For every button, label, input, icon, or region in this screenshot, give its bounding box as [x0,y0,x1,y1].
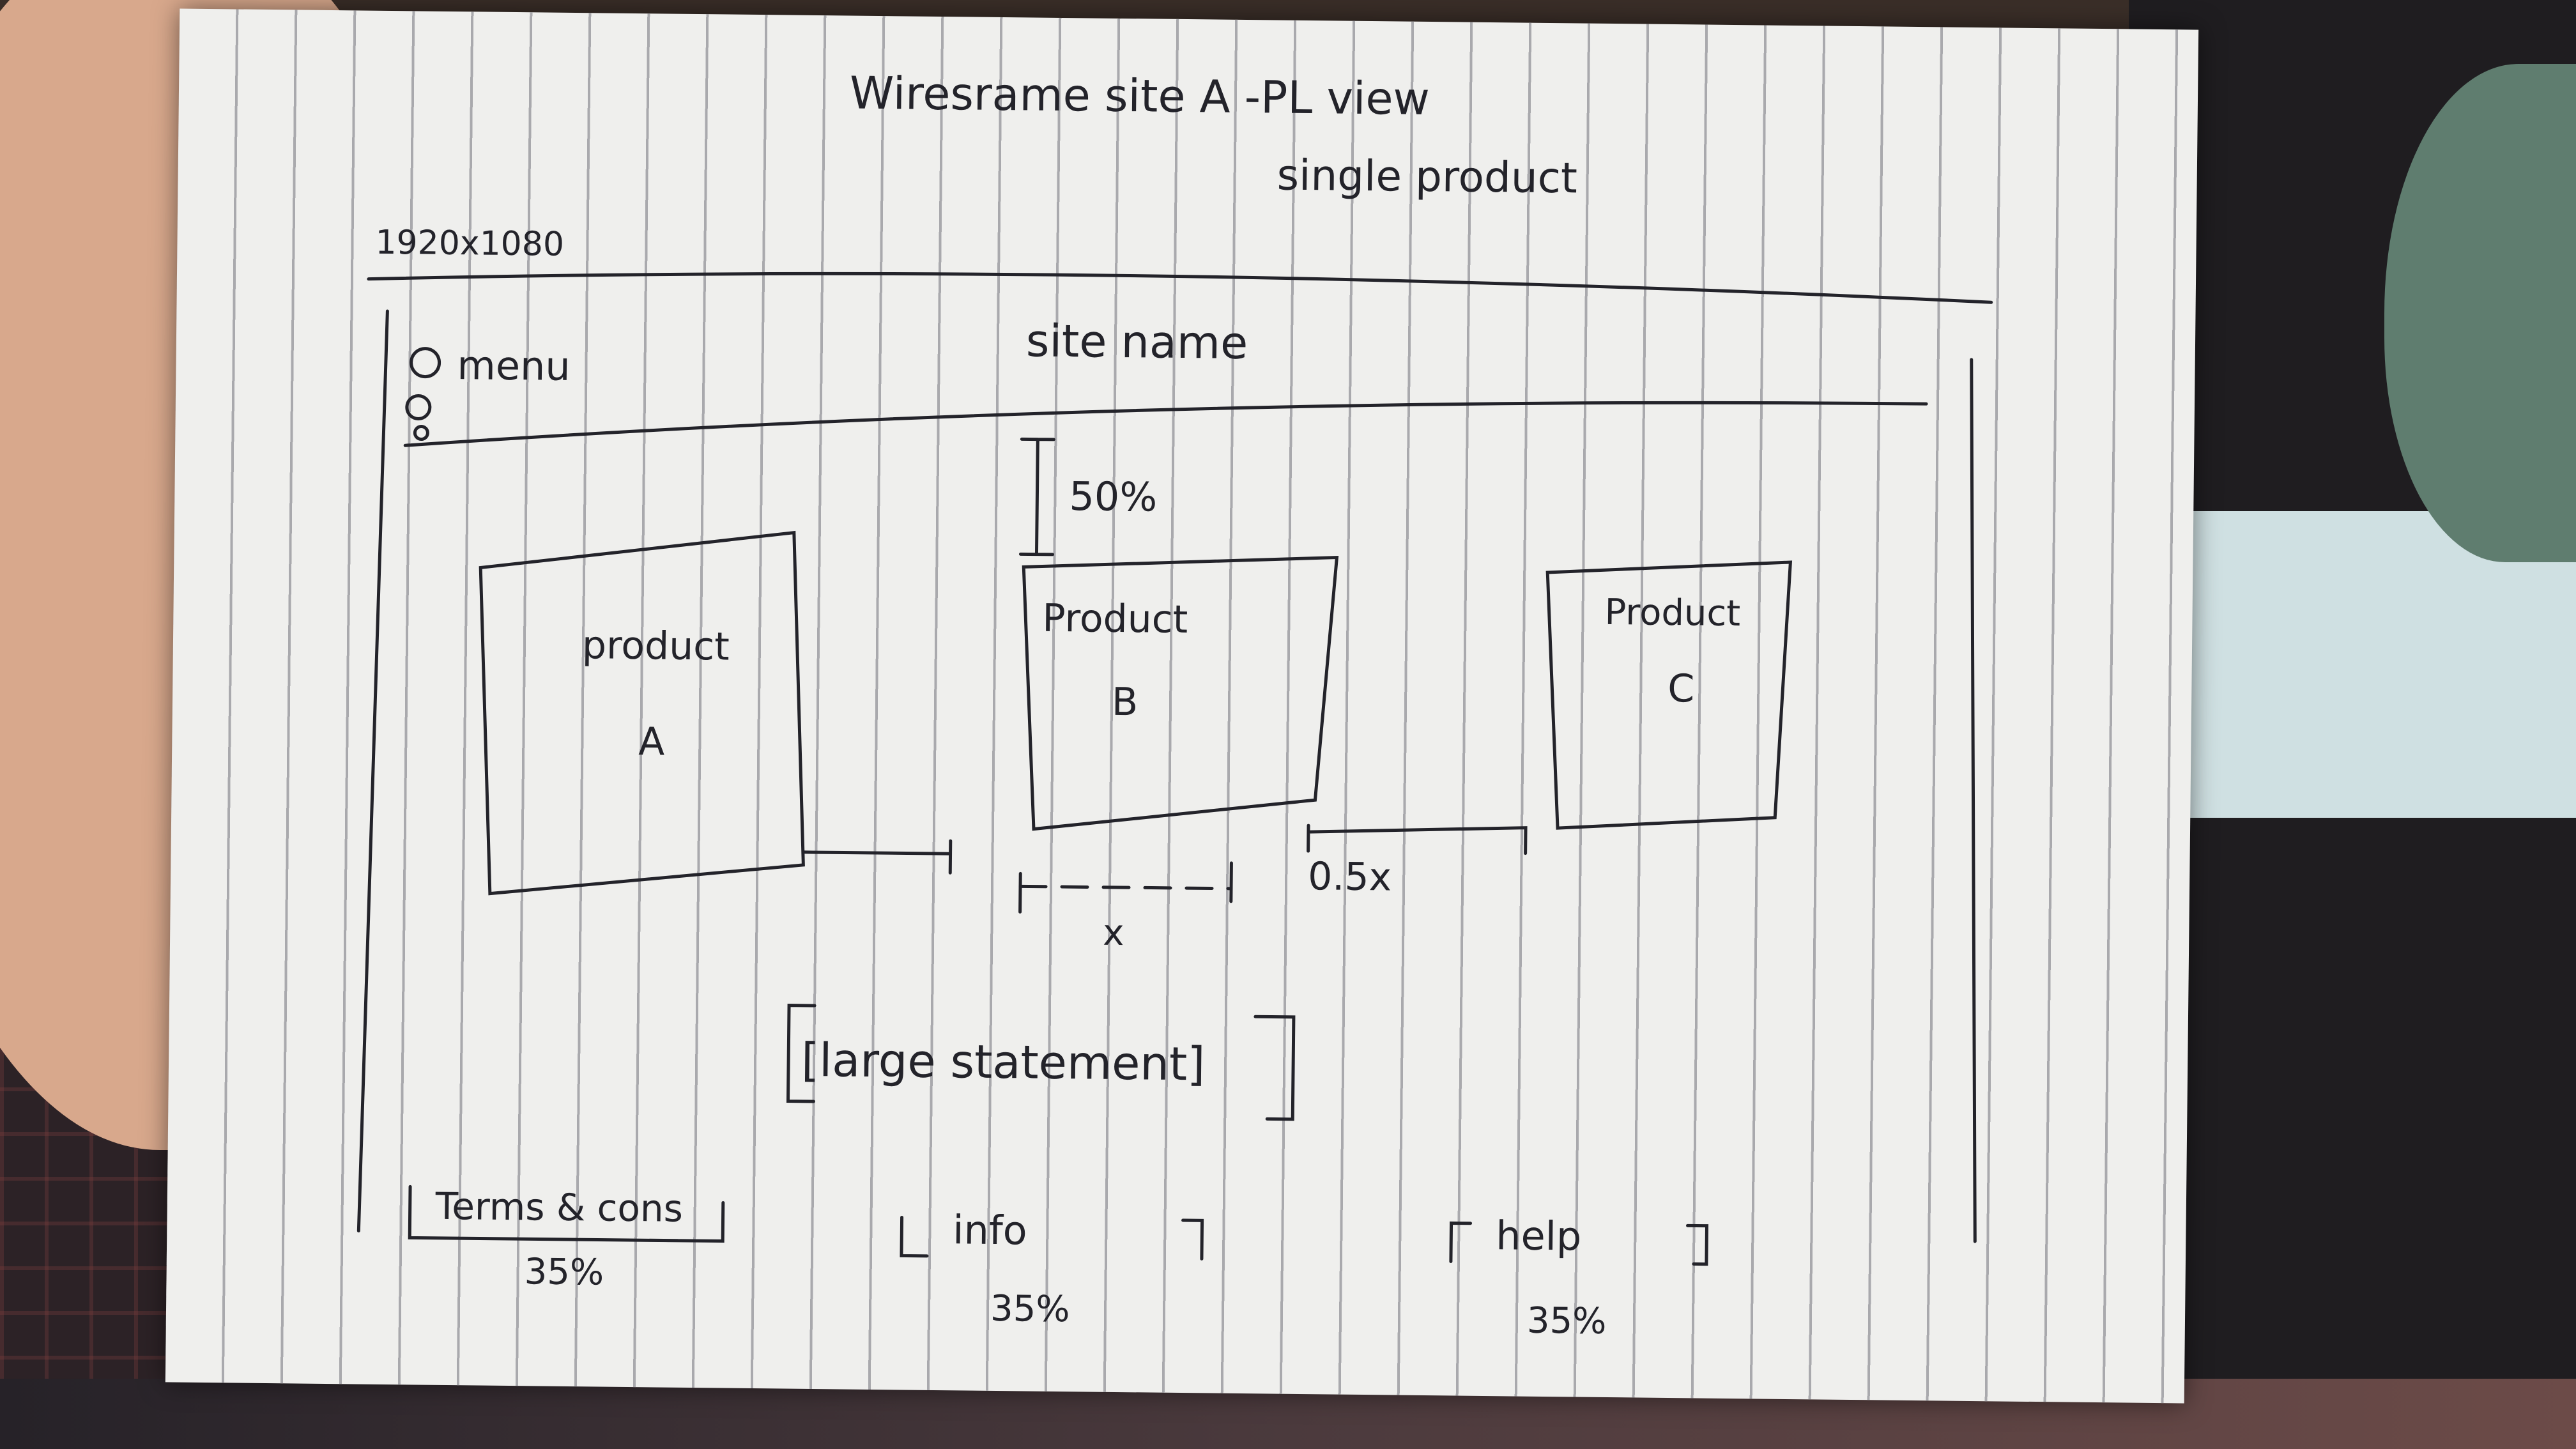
menu-label: menu [457,342,571,390]
product-b-line1: Product [1042,596,1188,642]
menu-icon [410,347,441,379]
spacing-tick-a [1018,871,1022,914]
gap-marker [1018,437,1055,556]
site-name: site name [1026,314,1248,369]
spacing-dash-x [1018,884,1233,891]
footer-info-width: 35% [990,1288,1070,1330]
spacing-tick-b [1229,861,1233,903]
spacing-line-ab [802,839,953,875]
footer-bracket-terms [408,1184,725,1243]
footer-bracket-info [900,1215,1204,1261]
footer-help-label: help [1496,1212,1582,1259]
product-c-line1: Product [1604,592,1740,634]
statement-bracket-left [786,1004,816,1103]
large-statement: [large statement] [801,1033,1206,1091]
wireframe-sketch: Wiresrame site A -PL view single product… [356,67,1993,1342]
spacing-line-bc [1307,824,1528,855]
gap-percent: 50% [1069,473,1158,520]
background-shelf [2167,511,2576,818]
product-a-box [479,530,805,896]
product-b-line2: B [1112,680,1138,724]
product-b-box [1022,555,1339,831]
footer-help-width: 35% [1527,1300,1607,1342]
spacing-x-label: x [1103,912,1124,954]
frame-right-rail [1970,358,1977,1243]
sketch-subtitle: single product [1276,151,1577,203]
sketch-title: Wiresrame site A -PL view [850,67,1430,126]
notebook-page: Wiresrame site A -PL view single product… [165,8,2199,1404]
header-top-line [367,272,1993,304]
resolution-note: 1920x1080 [375,224,564,264]
frame-left-rail [356,309,389,1233]
product-c-box [1545,560,1793,830]
footer-bracket-help [1449,1221,1709,1266]
spacing-half-label: 0.5x [1308,854,1392,900]
product-a-line2: A [638,719,665,764]
footer-terms-label: Terms & cons [434,1184,683,1230]
footer-info-label: info [953,1206,1027,1254]
product-c-line2: C [1667,666,1695,711]
header-bottom-line [403,401,1928,447]
footer-terms-width: 35% [524,1251,604,1293]
statement-bracket-right [1254,1015,1296,1121]
product-a-line1: product [582,623,730,669]
